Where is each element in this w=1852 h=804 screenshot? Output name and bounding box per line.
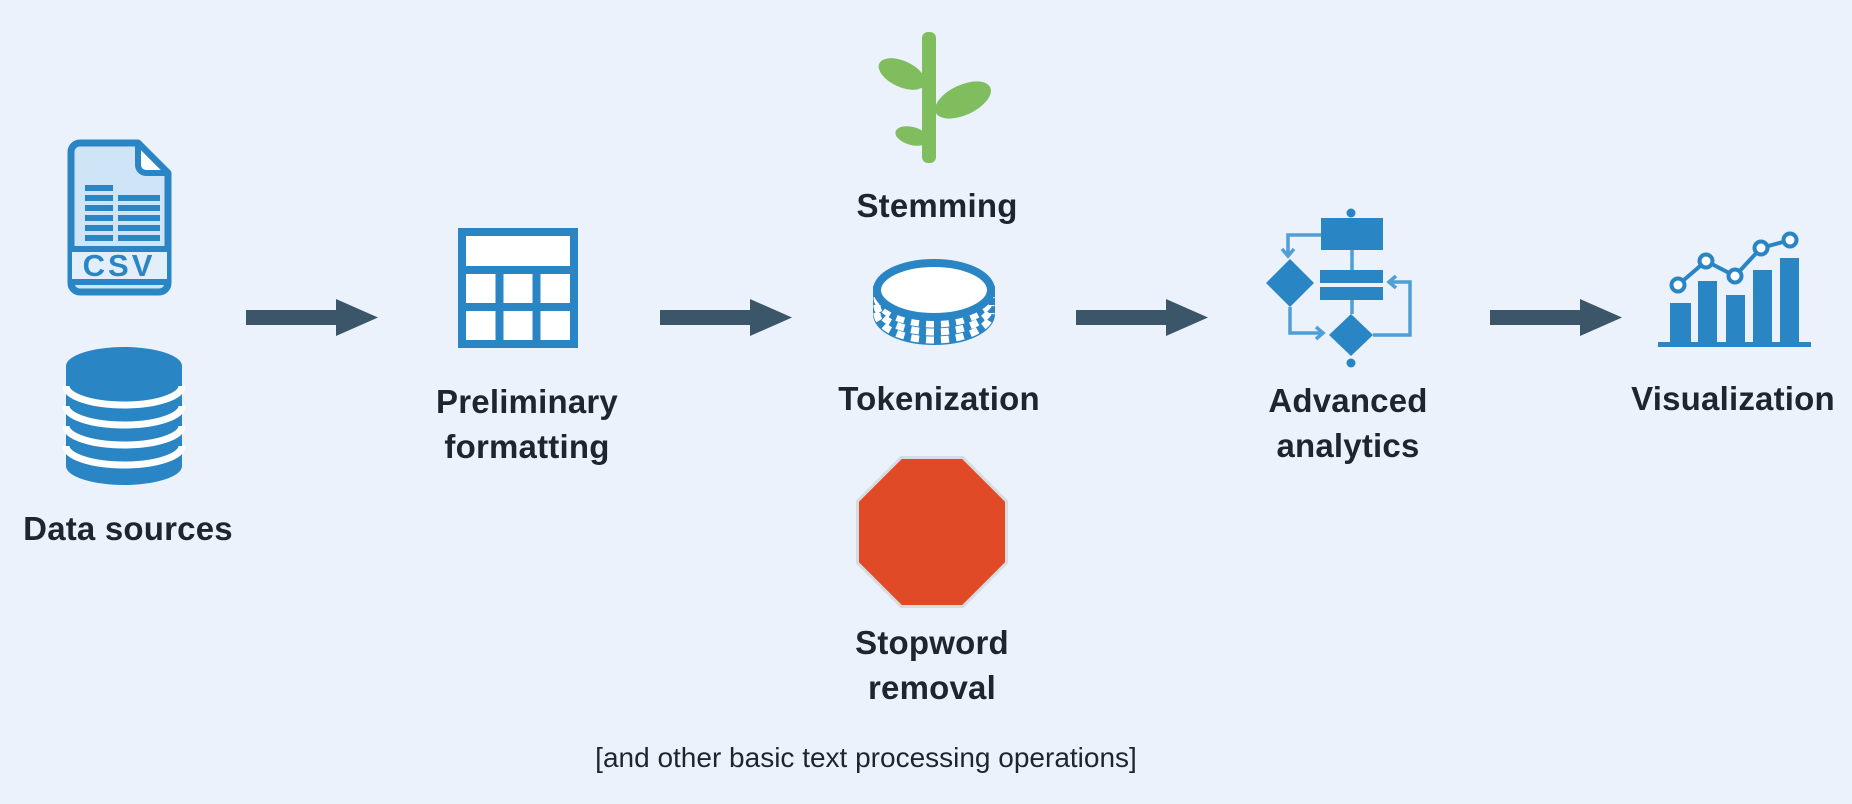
flowchart-process-box (1321, 218, 1383, 250)
advanced-analytics-label-line2: analytics (1276, 427, 1420, 464)
plant-leaf-lower-left (895, 126, 929, 146)
table-icon-svg (458, 228, 578, 348)
chart-bars (1670, 258, 1799, 343)
preliminary-formatting-label: Preliminary formatting (377, 379, 677, 469)
csv-spreadsheet-lines (85, 185, 160, 241)
arrow-right-icon (660, 299, 792, 336)
csv-badge-band (72, 250, 167, 281)
database-icon-svg (62, 347, 186, 485)
flowchart-icon-svg (1266, 208, 1412, 368)
chart-baseline (1658, 342, 1811, 347)
advanced-analytics-label: Advanced analytics (1198, 378, 1498, 468)
preliminary-formatting-label-line1: Preliminary (436, 383, 618, 420)
flow-arrow (246, 299, 378, 336)
coin-texture-dashes (873, 296, 995, 344)
preliminary-formatting-label-line2: formatting (444, 428, 610, 465)
coin-top-face (873, 259, 995, 321)
plant-stem (922, 32, 936, 163)
table-grid-lines (462, 266, 574, 344)
chart-trend-markers (1669, 231, 1799, 294)
flowchart-connectors (1286, 233, 1412, 337)
plant-icon (875, 28, 997, 168)
visualization-label: Visualization (1631, 380, 1835, 417)
flow-arrow (660, 299, 792, 336)
bar-chart-icon (1653, 223, 1821, 358)
stopword-removal-label: Stopword removal (782, 620, 1082, 710)
csv-folded-corner (135, 140, 171, 176)
flowchart-decision-left (1266, 259, 1314, 307)
flow-arrow (1076, 299, 1208, 336)
arrow-right-icon (246, 299, 378, 336)
csv-file-icon-svg: CSV (67, 139, 172, 296)
data-sources-label: Data sources (23, 510, 233, 547)
plant-leaf-upper-left (878, 58, 926, 90)
stop-sign-icon (856, 456, 1008, 608)
advanced-analytics-label-line1: Advanced (1268, 382, 1428, 419)
token-coin-icon (870, 257, 998, 357)
stop-sign-face (859, 459, 1005, 605)
flowchart-split-box-bottom (1320, 287, 1383, 300)
stemming-label: Stemming (856, 187, 1018, 224)
diagram-caption: [and other basic text processing operati… (595, 742, 1137, 773)
tokenization-label: Tokenization (838, 380, 1040, 417)
database-icon (58, 342, 190, 488)
bar-chart-icon-svg (1658, 231, 1811, 347)
database-disk-separators (62, 385, 186, 469)
csv-badge-text: CSV (83, 248, 156, 283)
flowchart-end-dot (1346, 358, 1356, 368)
csv-band-borders (71, 246, 168, 285)
flowchart-icon (1263, 206, 1413, 370)
flowchart-arrowhead-down (1280, 247, 1296, 259)
plant-leaf-right (935, 81, 991, 119)
arrow-right-icon (1490, 299, 1622, 336)
plant-icon-svg (878, 32, 991, 163)
table-outline (458, 228, 578, 348)
flow-arrow (1490, 299, 1622, 336)
flowchart-decision-bottom (1329, 314, 1373, 356)
flowchart-arrowhead-left (1386, 274, 1398, 290)
flowchart-split-box-top (1320, 270, 1383, 283)
table-icon (457, 227, 579, 349)
token-coin-icon-svg (873, 259, 995, 345)
flowchart-start-dot (1346, 208, 1356, 218)
stopword-removal-label-line2: removal (868, 669, 996, 706)
flowchart-arrowhead-right (1314, 325, 1326, 341)
stopword-removal-label-line1: Stopword (855, 624, 1009, 661)
csv-file-icon: CSV (58, 138, 188, 298)
arrow-right-icon (1076, 299, 1208, 336)
